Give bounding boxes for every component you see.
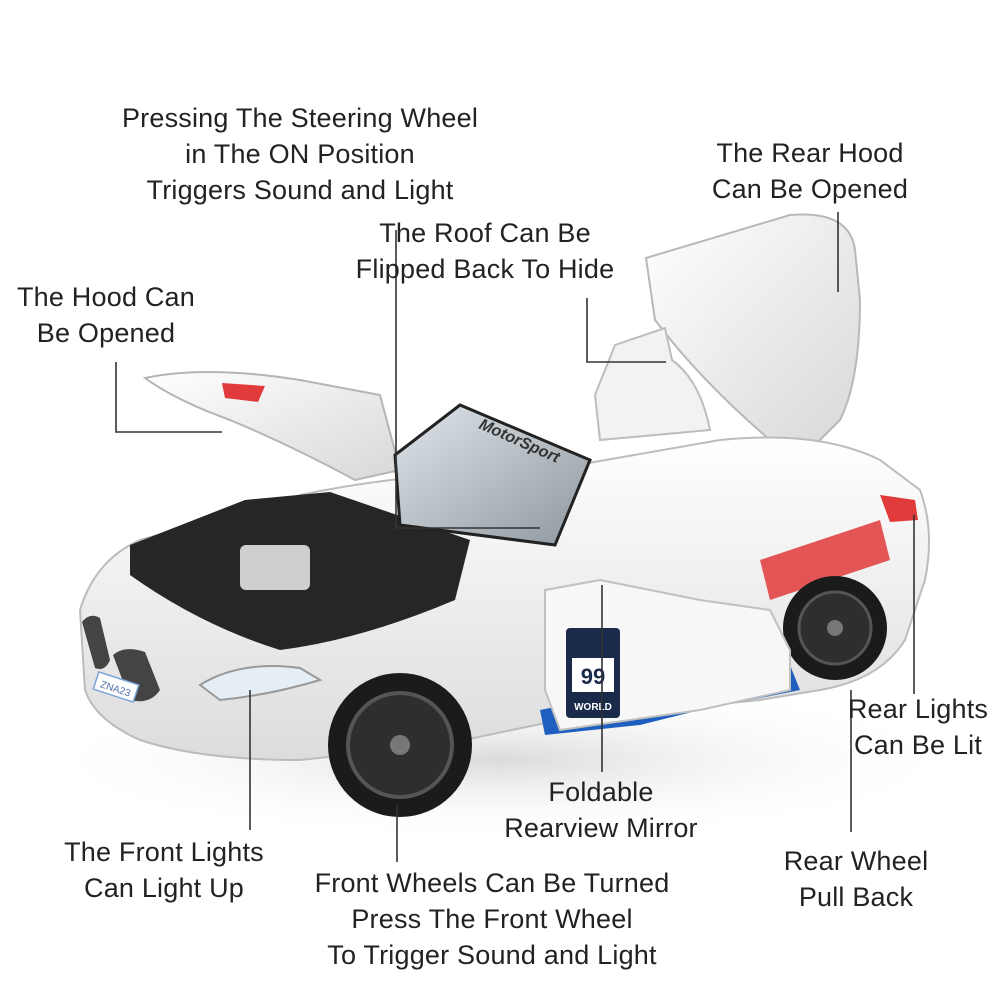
red-stripe	[760, 520, 890, 600]
windshield	[393, 403, 592, 547]
label-roof: The Roof Can Be Flipped Back To Hide	[330, 215, 640, 287]
door-word: WORLD	[574, 702, 612, 713]
label-line: The Hood Can	[16, 282, 195, 312]
label-steering-wheel: Pressing The Steering Wheel in The ON Po…	[100, 100, 500, 208]
headlight	[198, 665, 323, 702]
label-line: Rear Lights	[847, 694, 989, 724]
label-line: Can Be Opened	[711, 174, 909, 204]
label-line: The Rear Hood	[716, 138, 904, 168]
label-line: Can Light Up	[84, 873, 244, 903]
front-grille	[82, 615, 160, 702]
label-line: Rearview Mirror	[504, 813, 698, 843]
label-rear-wheel: Rear Wheel Pull Back	[766, 843, 946, 915]
folded-roof	[593, 326, 712, 442]
label-line: Rear Wheel	[783, 846, 929, 876]
label-line: The Front Lights	[64, 837, 264, 867]
callout-hood	[115, 362, 222, 433]
label-line: Pull Back	[798, 882, 914, 912]
label-rear-hood: The Rear Hood Can Be Opened	[690, 135, 930, 207]
label-line: in The ON Position	[185, 139, 415, 169]
label-rear-lights: Rear Lights Can Be Lit	[836, 691, 1000, 763]
door-number-box	[572, 658, 614, 692]
front-hood	[142, 370, 402, 482]
callout-roof	[586, 298, 666, 363]
front-wheel	[328, 673, 472, 817]
label-line: The Roof Can Be	[379, 218, 591, 248]
label-line: Foldable	[548, 777, 654, 807]
label-front-wheels: Front Wheels Can Be Turned Press The Fro…	[290, 865, 694, 973]
label-hood: The Hood Can Be Opened	[0, 279, 212, 351]
label-line: Pressing The Steering Wheel	[121, 103, 479, 133]
label-line: Triggers Sound and Light	[146, 175, 454, 205]
hood-red-accent	[222, 383, 265, 402]
rear-wheel	[783, 576, 887, 680]
callout-steering	[395, 230, 540, 529]
rear-light	[880, 495, 918, 522]
license-plate	[92, 671, 140, 703]
label-line: Flipped Back To Hide	[355, 254, 615, 284]
label-line: Press The Front Wheel	[351, 904, 633, 934]
label-mirror: Foldable Rearview Mirror	[490, 774, 712, 846]
engine-block	[240, 545, 310, 590]
label-line: Front Wheels Can Be Turned	[314, 868, 670, 898]
label-line: Be Opened	[36, 318, 176, 348]
label-front-lights: The Front Lights Can Light Up	[48, 834, 280, 906]
door-number: 99	[581, 664, 605, 689]
label-line: Can Be Lit	[853, 730, 983, 760]
label-line: To Trigger Sound and Light	[327, 940, 657, 970]
rear-hood	[644, 213, 862, 447]
callout-lines	[115, 212, 915, 862]
